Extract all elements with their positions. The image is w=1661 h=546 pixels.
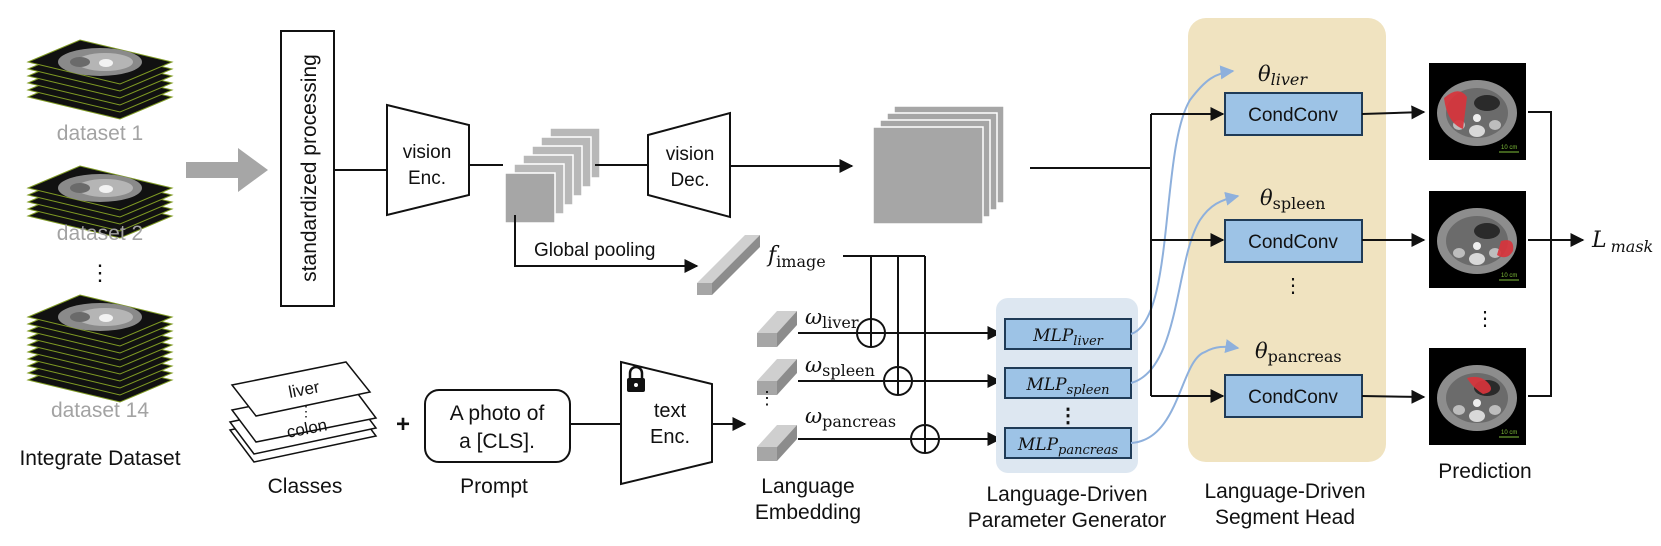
classes-cards	[228, 361, 378, 463]
mlp-liver-to-theta-arrow	[1130, 65, 1235, 335]
vision-encoder-label-2: Enc.	[408, 168, 446, 189]
scan-scale-label: 10 cm	[1501, 145, 1517, 151]
language-embedding-caption-1: Language	[761, 475, 854, 498]
omega-liver-label: ωliver	[805, 305, 859, 332]
vision-encoder	[386, 103, 470, 217]
prediction-scan-spleen: 10 cm	[1429, 191, 1526, 288]
theta-liver-label: θliver	[1258, 62, 1308, 89]
text-encoder-label-1: text	[654, 400, 687, 422]
omega-pancreas-label: ωpancreas	[805, 404, 896, 431]
concat-pancreas-icon	[910, 424, 940, 454]
embedding-ellipsis: ⋮	[758, 388, 776, 408]
loss-bracket	[1528, 111, 1552, 397]
lock-icon	[627, 365, 645, 392]
language-embedding-bars	[757, 311, 797, 461]
feature-map-stack	[504, 127, 601, 224]
standardized-processing-box	[280, 30, 335, 307]
global-pooling-label: Global pooling	[534, 240, 655, 261]
mlp-ellipsis: ⋮	[1058, 405, 1078, 427]
condconv-ellipsis: ⋮	[1283, 275, 1303, 297]
embedding-bar	[757, 359, 797, 395]
decoder-output-slice	[872, 126, 984, 225]
theta-spleen-label: θspleen	[1260, 186, 1325, 213]
segment-head-caption-1: Language-Driven	[1204, 480, 1365, 503]
plus-sign: +	[396, 411, 410, 438]
decoder-output-stack	[872, 105, 1005, 225]
parameter-generator-caption-2: Parameter Generator	[968, 509, 1166, 532]
dataset-stacks	[26, 39, 174, 403]
ct-slab-stack	[26, 39, 174, 120]
mlp-liver-box	[1004, 318, 1132, 350]
feature-map-slice	[504, 172, 556, 224]
f-image-feature	[697, 235, 760, 295]
prediction-scan-liver: 10 cm	[1429, 63, 1526, 160]
parameter-generator-caption-1: Language-Driven	[986, 483, 1147, 506]
to-prediction-pancreas	[1361, 389, 1426, 404]
gray-flow-arrow	[186, 148, 268, 192]
prediction-caption: Prediction	[1438, 460, 1531, 483]
prediction-ellipsis: ⋮	[1475, 308, 1495, 330]
scan-scale-label: 10 cm	[1501, 273, 1517, 279]
condconv-liver-label: CondConv	[1248, 105, 1338, 126]
classes-caption: Classes	[268, 475, 343, 498]
mlp-spleen-label: MLPspleen	[1025, 375, 1109, 398]
concat-spleen-icon	[883, 366, 913, 396]
dataset-1-label: dataset 1	[57, 122, 143, 145]
ct-slab-stack	[26, 294, 174, 403]
to-prediction-liver	[1361, 105, 1426, 120]
mlp-pancreas-box	[1004, 427, 1132, 459]
language-embedding-caption-2: Embedding	[755, 501, 861, 524]
condconv-liver-box	[1224, 92, 1363, 136]
segment-head-caption-2: Segment Head	[1215, 506, 1355, 529]
vision-decoder-label-1: vision	[666, 144, 715, 165]
theta-pancreas-label: θpancreas	[1255, 339, 1342, 366]
dataset-2-label: dataset 2	[57, 222, 143, 245]
prediction-scan-pancreas: 10 cm	[1429, 348, 1526, 445]
dataset-14-label: dataset 14	[51, 399, 149, 422]
text-encoder-label-2: Enc.	[650, 426, 690, 448]
ct-slab-stack	[26, 165, 174, 239]
embedding-bar	[757, 311, 797, 347]
prompt-line-2: a [CLS].	[459, 430, 535, 453]
mlp-pancreas-to-theta-arrow	[1130, 339, 1240, 444]
concat-liver-icon	[856, 318, 886, 348]
prompt-box	[424, 389, 571, 463]
integrate-dataset-caption: Integrate Dataset	[19, 447, 180, 470]
prompt-caption: Prompt	[460, 475, 528, 498]
prompt-line-1: A photo of	[450, 402, 545, 425]
mlp-pancreas-label: MLPpancreas	[1017, 435, 1119, 458]
vision-decoder-label-2: Dec.	[670, 170, 709, 191]
class-ellipsis: ⋮	[299, 403, 313, 419]
condconv-pancreas-label: CondConv	[1248, 387, 1338, 408]
vision-encoder-label-1: vision	[403, 142, 452, 163]
text-encoder	[620, 360, 713, 486]
global-pooling-arrow	[514, 215, 699, 273]
dataset-ellipsis: ⋮	[89, 260, 111, 285]
mlp-spleen-to-theta-arrow	[1130, 191, 1240, 384]
vision-decoder	[647, 111, 731, 219]
mlp-liver-label: MLPliver	[1032, 326, 1103, 349]
embedding-bar	[757, 425, 797, 461]
standardized-processing-label: standardized processing	[298, 54, 321, 282]
condconv-spleen-label: CondConv	[1248, 232, 1338, 253]
f-image-label: fimage	[766, 243, 826, 271]
prediction-scans: 10 cm 10 cm 10 cm	[1429, 63, 1526, 445]
omega-spleen-label: ωspleen	[805, 353, 875, 380]
scan-scale-label: 10 cm	[1501, 430, 1517, 436]
